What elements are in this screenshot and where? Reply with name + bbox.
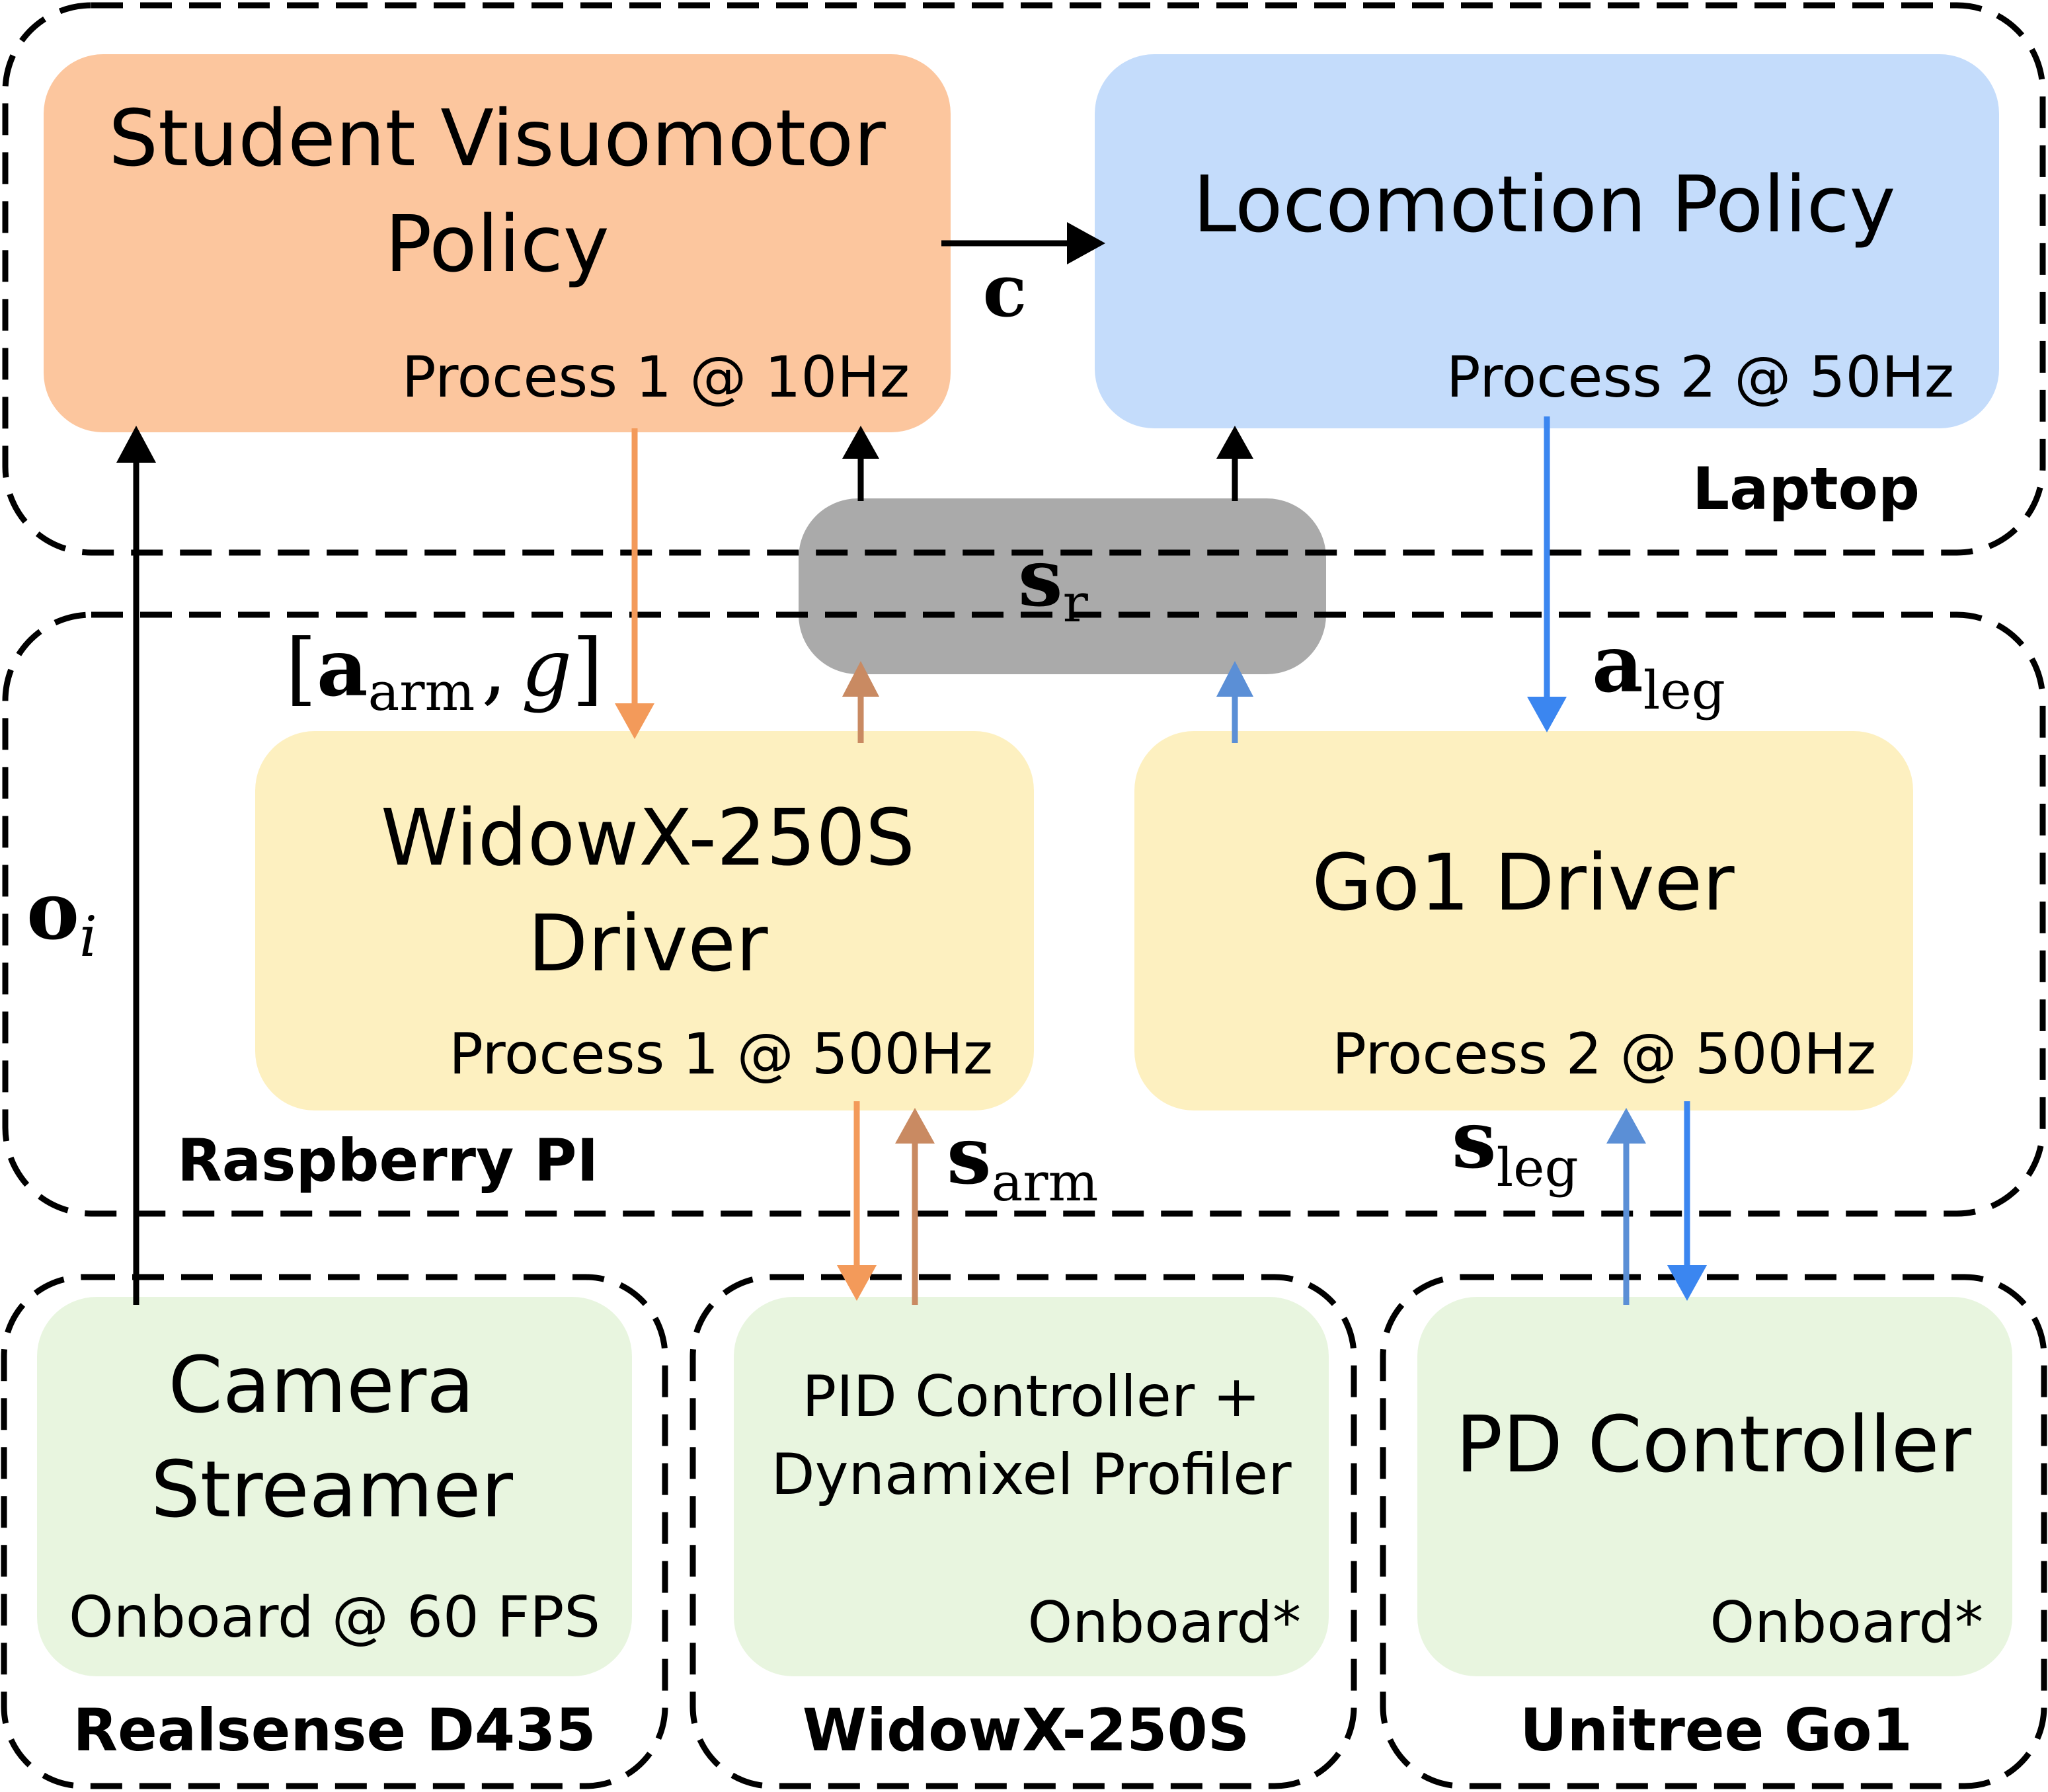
camera-streamer-title-2: Streamer — [151, 1444, 514, 1535]
camera-streamer-rate: Onboard @ 60 FPS — [69, 1584, 600, 1651]
arm-state-label: sarm — [947, 1109, 1098, 1213]
pid-controller-block — [734, 1297, 1329, 1676]
student-policy-title-1: Student Visuomotor — [108, 93, 886, 184]
shared-to-locomotion-arrowhead — [1216, 426, 1253, 459]
pd-to-driver-arrowhead — [1606, 1108, 1646, 1144]
widowx-driver-title-2: Driver — [528, 898, 768, 989]
leg-state-label: sleg — [1452, 1093, 1579, 1198]
realsense-group — [1, 1274, 668, 1789]
go1-driver-title: Go1 Driver — [1312, 837, 1735, 928]
camera-streamer-block — [37, 1297, 632, 1676]
command-arrowhead — [1067, 222, 1105, 264]
driver-to-pd-arrowhead — [1667, 1265, 1707, 1301]
shared-to-student-arrowhead — [842, 426, 879, 459]
arm-state-up-arrowhead — [842, 661, 879, 697]
widowx-label: WidowX-250S — [803, 1696, 1249, 1764]
arm-action-arrowhead — [615, 703, 654, 739]
go1-group — [1380, 1274, 2047, 1789]
pd-controller-rate: Onboard* — [1710, 1590, 1983, 1656]
go1-driver-rate: Process 2 @ 500Hz — [1332, 1021, 1876, 1087]
driver-to-pid-arrowhead — [837, 1265, 877, 1301]
pid-to-driver-arrowhead — [895, 1108, 935, 1144]
raspberry-label: Raspberry PI — [177, 1126, 598, 1194]
laptop-label: Laptop — [1692, 455, 1920, 523]
pd-controller-block — [1417, 1297, 2012, 1676]
observation-arrowhead — [116, 426, 156, 463]
pid-controller-title-2: Dynamixel Profiler — [771, 1442, 1292, 1508]
camera-streamer-title-1: Camera — [168, 1339, 474, 1430]
raspberry-group — [2, 611, 2046, 1217]
widowx-driver-rate: Process 1 @ 500Hz — [449, 1021, 993, 1087]
realsense-label: Realsense D435 — [73, 1696, 596, 1764]
student-policy-title-2: Policy — [385, 198, 609, 290]
widowx-driver-title-1: WidowX-250S — [381, 792, 915, 883]
go1-driver-block — [1134, 731, 1913, 1110]
pid-controller-rate: Onboard* — [1027, 1590, 1301, 1656]
laptop-group — [2, 2, 2046, 556]
leg-action-arrowhead — [1527, 697, 1567, 732]
shared-state-block — [799, 498, 1326, 674]
widowx-group — [689, 1274, 1357, 1789]
student-policy-rate: Process 1 @ 10Hz — [402, 344, 910, 410]
widowx-driver-block — [255, 731, 1034, 1110]
student-policy-block — [44, 54, 951, 432]
shared-state-label: sr — [1018, 531, 1089, 634]
locomotion-policy-block — [1095, 54, 1999, 428]
locomotion-policy-title: Locomotion Policy — [1193, 159, 1895, 250]
command-label: c — [983, 248, 1027, 333]
leg-state-up-arrowhead — [1216, 661, 1253, 697]
pd-controller-title: PD Controller — [1456, 1399, 1971, 1490]
go1-label: Unitree Go1 — [1520, 1696, 1912, 1764]
arm-action-label: [aarm,g] — [286, 621, 603, 722]
pid-controller-title-1: PID Controller + — [802, 1364, 1260, 1430]
locomotion-policy-rate: Process 2 @ 50Hz — [1446, 344, 1954, 410]
observation-label: oi — [26, 865, 97, 969]
leg-action-label: aleg — [1592, 617, 1725, 721]
